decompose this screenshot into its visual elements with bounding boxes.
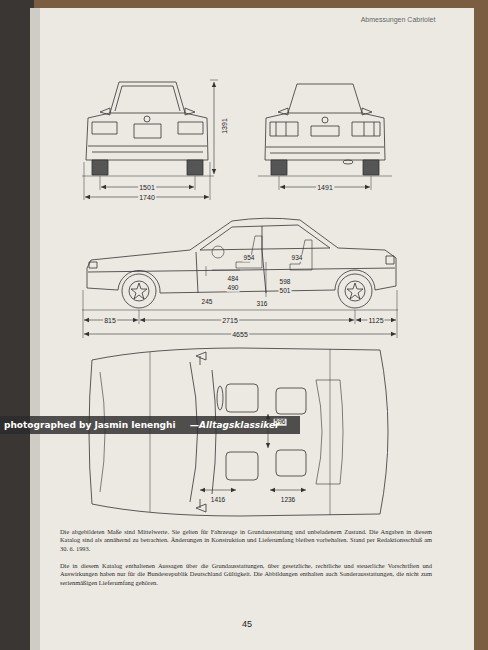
dimension-label: 934 bbox=[291, 255, 304, 262]
dimension-label: 4655 bbox=[231, 331, 249, 338]
page-number: 45 bbox=[241, 620, 253, 629]
front-view bbox=[86, 82, 208, 175]
dimension-label: 598 bbox=[279, 279, 292, 286]
body-paragraph: Die abgebildeten Maße sind Mittelwerte. … bbox=[60, 528, 432, 553]
page-fold bbox=[0, 0, 34, 650]
running-header: Abmessungen Cabriolet bbox=[360, 16, 437, 23]
dimension-label: 815 bbox=[103, 317, 117, 324]
dimension-label: 490 bbox=[227, 285, 240, 292]
dimension-label: 245 bbox=[201, 299, 214, 306]
watermark-text: —Alltagsklassiker bbox=[190, 421, 279, 430]
rear-view bbox=[265, 84, 385, 175]
dimension-label: 1236 bbox=[280, 497, 296, 504]
dimension-label: 1125 bbox=[367, 317, 384, 324]
page-shadow bbox=[30, 8, 40, 650]
dimension-label: 484 bbox=[227, 276, 240, 283]
dimension-label: 1391 bbox=[221, 117, 228, 135]
dimension-label: 954 bbox=[243, 255, 256, 262]
watermark-text: photographed by Jasmin Ienenghi bbox=[4, 421, 176, 430]
dimension-label: 1491 bbox=[316, 184, 334, 191]
dimension-label: 316 bbox=[256, 301, 269, 308]
dimension-label: 501 bbox=[279, 288, 292, 295]
dimension-label: 1740 bbox=[138, 194, 156, 201]
body-paragraph: Die in diesem Katalog enthaltenen Aussag… bbox=[60, 562, 432, 587]
dimension-label: 1501 bbox=[138, 184, 156, 191]
paper-page bbox=[30, 8, 474, 650]
side-view bbox=[87, 218, 396, 308]
dimension-label: 1416 bbox=[210, 497, 226, 504]
dimension-label: 2715 bbox=[221, 317, 239, 324]
watermark-band bbox=[0, 416, 300, 434]
